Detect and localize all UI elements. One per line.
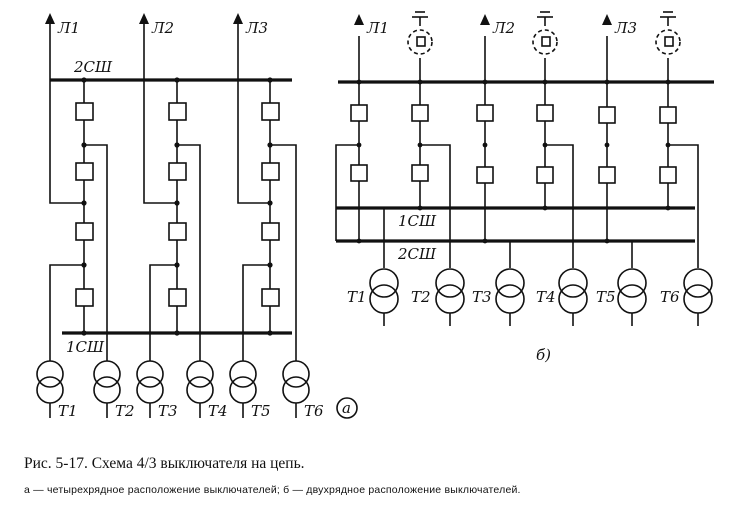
- transformer-t4-b: [558, 268, 588, 326]
- diagram-tag-a: a: [342, 399, 351, 417]
- breaker: [350, 164, 368, 182]
- transformer-t6-a: [282, 345, 310, 418]
- line-label-l3-b: Л3: [614, 19, 637, 37]
- generator-symbols-b: [407, 11, 681, 55]
- transformer-feeders-b: [335, 144, 699, 268]
- transformer-label-t2-a: Т2: [115, 402, 135, 420]
- transformer-t1-b: [369, 268, 399, 326]
- diagram-tag-b: б): [536, 346, 551, 364]
- breaker-chain-3: [261, 77, 280, 336]
- bus-label-2sh-b: 2СШ: [397, 245, 437, 263]
- diagram-a: Л1 Л2 Л3 2СШ 1СШ Т1 Т2 Т3 Т4 Т5 Т6 a: [36, 13, 358, 420]
- figure-caption: Рис. 5-17. Схема 4/3 выключателя на цепь…: [24, 455, 305, 472]
- transformers-a: [36, 345, 310, 418]
- transformer-t1-a: [36, 345, 64, 418]
- figure-legend: а — четырехрядное расположение выключате…: [24, 484, 521, 496]
- breaker: [411, 164, 429, 182]
- transformer-label-t4-a: Т4: [208, 402, 228, 420]
- ground-symbol: [407, 11, 433, 55]
- line-label-l1-b: Л1: [366, 19, 389, 37]
- ground-symbol: [532, 11, 558, 55]
- breaker: [75, 222, 94, 241]
- line-label-l2-a: Л2: [151, 19, 174, 37]
- breaker: [261, 222, 280, 241]
- breaker: [75, 102, 94, 121]
- breaker: [598, 166, 616, 184]
- breaker: [168, 288, 187, 307]
- transformer-label-t1-a: Т1: [58, 402, 78, 420]
- breaker: [261, 162, 280, 181]
- breaker: [168, 102, 187, 121]
- transformer-t6-b: [683, 268, 713, 326]
- bus-label-1sh-b: 1СШ: [398, 212, 437, 230]
- transformer-t2-a: [93, 345, 121, 418]
- ground-symbol: [655, 11, 681, 55]
- line-feeders-a: [45, 13, 270, 204]
- transformer-label-t5-b: Т5: [596, 288, 616, 306]
- breaker: [168, 162, 187, 181]
- breaker: [168, 222, 187, 241]
- breaker: [476, 166, 494, 184]
- breaker: [261, 102, 280, 121]
- transformer-label-t3-b: Т3: [472, 288, 492, 306]
- transformer-t5-b: [617, 268, 647, 326]
- transformer-label-t3-a: Т3: [158, 402, 178, 420]
- breaker: [476, 104, 494, 122]
- transformer-t5-a: [229, 345, 257, 418]
- breaker: [659, 106, 677, 124]
- breaker: [536, 166, 554, 184]
- breaker: [261, 288, 280, 307]
- transformer-t3-a: [136, 345, 164, 418]
- breaker: [75, 162, 94, 181]
- transformer-label-t6-b: Т6: [660, 288, 680, 306]
- transformer-t2-b: [435, 268, 465, 326]
- breaker: [411, 104, 429, 122]
- diagram-b: Л1 Л2 Л3 1СШ 2СШ Т1 Т2 Т3 Т4 Т5 Т6 б): [335, 11, 714, 364]
- transformer-label-t2-b: Т2: [411, 288, 431, 306]
- breaker: [350, 104, 368, 122]
- breaker: [75, 288, 94, 307]
- breaker: [536, 104, 554, 122]
- breaker: [598, 106, 616, 124]
- transformer-t3-b: [495, 268, 525, 326]
- transformer-feeders-a: [49, 144, 297, 345]
- breaker-columns-b: [350, 36, 677, 244]
- line-label-l3-a: Л3: [245, 19, 268, 37]
- transformer-t4-a: [186, 345, 214, 418]
- line-arrows-b: [354, 14, 612, 25]
- breaker: [659, 166, 677, 184]
- diagram-tag-circle-a: [336, 397, 358, 419]
- transformer-label-t6-a: Т6: [304, 402, 324, 420]
- transformer-label-t1-b: Т1: [347, 288, 367, 306]
- transformer-label-t4-b: Т4: [536, 288, 556, 306]
- breaker-chain-1: [75, 77, 94, 336]
- transformer-label-t5-a: Т5: [251, 402, 271, 420]
- breaker-chain-2: [168, 77, 187, 336]
- line-label-l2-b: Л2: [492, 19, 515, 37]
- transformers-b: [369, 268, 713, 326]
- bus-label-1sh-a: 1СШ: [66, 338, 105, 356]
- bus-label-2sh-a: 2СШ: [73, 58, 113, 76]
- line-label-l1-a: Л1: [57, 19, 80, 37]
